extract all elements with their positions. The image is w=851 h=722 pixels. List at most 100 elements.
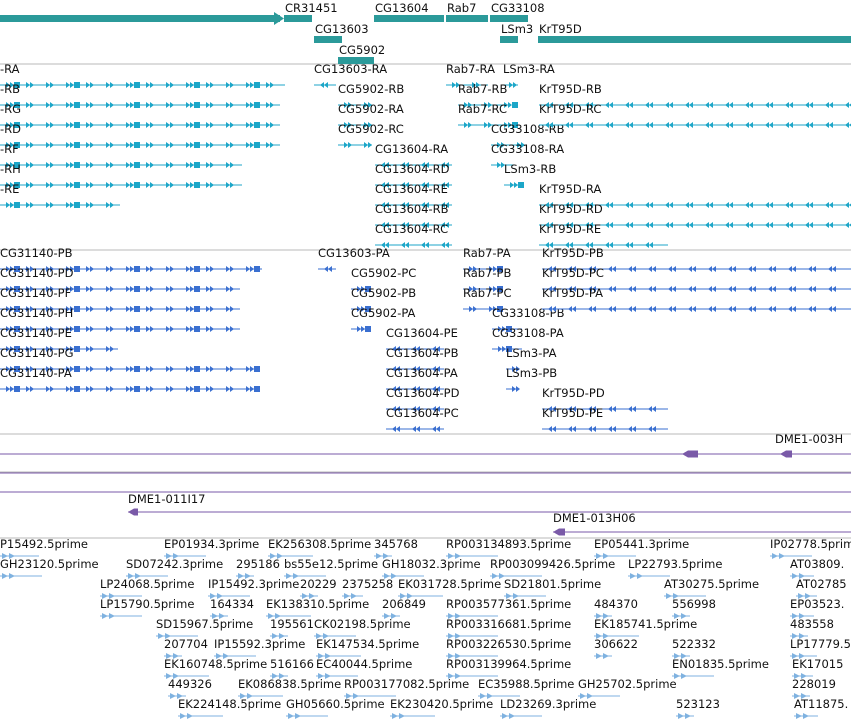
- est-ec40044-5prime[interactable]: EC40044.5prime: [316, 657, 412, 679]
- transcript-rb[interactable]: -RB: [0, 82, 280, 108]
- est-ek147534-5prime[interactable]: EK147534.5prime: [316, 637, 419, 659]
- gene-krt95d[interactable]: KrT95D: [538, 22, 851, 43]
- est-gh23120-5prime[interactable]: GH23120.5prime: [0, 557, 99, 579]
- est-rp003139964-5prime[interactable]: RP003139964.5prime: [446, 657, 571, 679]
- transcript-krt95d-pb[interactable]: KrT95D-PB: [542, 246, 851, 272]
- transcript-cg5902-pa[interactable]: CG5902-PA: [351, 306, 416, 332]
- transcript-cg13604-pd[interactable]: CG13604-PD: [386, 386, 460, 412]
- gene-cr31451[interactable]: CR31451: [284, 1, 338, 22]
- transcript-krt95d-ra[interactable]: KrT95D-RA: [539, 182, 851, 208]
- transcript-ra[interactable]: -RA: [0, 62, 285, 88]
- clone-dme1-013h06[interactable]: DME1-013H06: [553, 511, 851, 536]
- transcript-cg13603-ra[interactable]: CG13603-RA: [314, 62, 387, 88]
- est-522332[interactable]: 522332: [672, 637, 716, 659]
- transcript-cg31140-pd[interactable]: CG31140-PD: [0, 266, 240, 292]
- est-207704[interactable]: 207704: [164, 637, 208, 659]
- transcript-rab7-pa[interactable]: Rab7-PA: [463, 246, 511, 272]
- est-gh18032-3prime[interactable]: GH18032.3prime: [382, 557, 481, 579]
- transcript-rg[interactable]: -RG: [0, 102, 280, 128]
- est-gh05660-5prime[interactable]: GH05660.5prime: [286, 697, 385, 719]
- est-rp003177082-5prime[interactable]: RP003177082.5prime: [344, 677, 469, 699]
- est-rp003316681-5prime[interactable]: RP003316681.5prime: [446, 617, 571, 639]
- transcript-krt95d-pc[interactable]: KrT95D-PC: [542, 266, 851, 292]
- est-bs55e12-5prime[interactable]: bs55e12.5prime: [284, 557, 378, 579]
- transcript-cg13604-rb[interactable]: CG13604-RB: [375, 202, 452, 228]
- est-at03809[interactable]: AT03809.: [790, 557, 844, 579]
- est-ck02198-5prime[interactable]: CK02198.5prime: [314, 617, 411, 639]
- transcript-cg13604-ra[interactable]: CG13604-RA: [375, 142, 452, 168]
- est-sd15967-5prime[interactable]: SD15967.5prime: [156, 617, 253, 639]
- transcript-cg13604-rd[interactable]: CG13604-RD: [375, 162, 452, 188]
- est-en01835-5prime[interactable]: EN01835.5prime: [672, 657, 769, 679]
- transcript-lsm3-pb[interactable]: LSm3-PB: [506, 366, 557, 392]
- est-ep03523[interactable]: EP03523.: [790, 597, 844, 619]
- est-306622[interactable]: 306622: [594, 637, 638, 659]
- transcript-rd[interactable]: -RD: [0, 122, 280, 148]
- est-2375258[interactable]: 2375258: [342, 577, 393, 599]
- transcript-krt95d-rd[interactable]: KrT95D-RD: [539, 202, 851, 228]
- est-ek138310-5prime[interactable]: EK138310.5prime: [266, 597, 369, 619]
- est-345768[interactable]: 345768: [374, 537, 418, 559]
- transcript-lsm3-rb[interactable]: LSm3-RB: [504, 162, 556, 188]
- est-ld23269-3prime[interactable]: LD23269.3prime: [500, 697, 596, 719]
- est-164334[interactable]: 164334: [210, 597, 254, 619]
- est-195561[interactable]: 195561: [270, 617, 314, 639]
- transcript-cg31140-pb[interactable]: CG31140-PB: [0, 246, 262, 272]
- transcript-cg31140-pf[interactable]: CG31140-PF: [0, 286, 240, 312]
- transcript-cg13604-pb[interactable]: CG13604-PB: [386, 346, 459, 372]
- transcript-re[interactable]: -RE: [0, 182, 120, 208]
- transcript-cg31140-pa[interactable]: CG31140-PA: [0, 366, 260, 392]
- est-ec35988-5prime[interactable]: EC35988.5prime: [478, 677, 574, 699]
- transcript-cg5902-ra[interactable]: CG5902-RA: [338, 102, 404, 128]
- transcript-cg5902-pc[interactable]: CG5902-PC: [351, 266, 416, 292]
- est-ek230420-5prime[interactable]: EK230420.5prime: [390, 697, 493, 719]
- transcript-cg13604-pa[interactable]: CG13604-PA: [386, 366, 458, 392]
- gene-lsm3[interactable]: LSm3: [500, 22, 533, 43]
- gene-cg13604[interactable]: CG13604: [374, 1, 444, 22]
- transcript-rab7-rc[interactable]: Rab7-RC: [458, 102, 518, 128]
- est-ek256308-5prime[interactable]: EK256308.5prime: [268, 537, 371, 559]
- transcript-rab7-pb[interactable]: Rab7-PB: [463, 266, 511, 292]
- transcript-krt95d-rb[interactable]: KrT95D-RB: [539, 82, 851, 108]
- est-556998[interactable]: 556998: [672, 597, 716, 619]
- transcript-cg33108-pa[interactable]: CG33108-PA: [492, 326, 564, 352]
- gene-cg13603[interactable]: CG13603: [314, 22, 369, 43]
- est-rp003577361-5prime[interactable]: RP003577361.5prime: [446, 597, 571, 619]
- transcript-rab7-rb[interactable]: Rab7-RB: [458, 82, 518, 108]
- est-ek086838-5prime[interactable]: EK086838.5prime: [238, 677, 341, 699]
- transcript-cg33108-ra[interactable]: CG33108-RA: [491, 142, 564, 168]
- transcript-cg31140-pe[interactable]: CG31140-PE: [0, 326, 118, 352]
- transcript-cg5902-pb[interactable]: CG5902-PB: [351, 286, 416, 312]
- est-ip15492-3prime[interactable]: IP15492.3prime: [208, 577, 299, 599]
- est-ek224148-5prime[interactable]: EK224148.5prime: [178, 697, 281, 719]
- transcript-cg13604-pe[interactable]: CG13604-PE: [386, 326, 458, 352]
- est-p15492-5prime[interactable]: P15492.5prime: [0, 537, 88, 559]
- est-ip02778-5prime[interactable]: IP02778.5prime: [770, 537, 851, 559]
- est-483558[interactable]: 483558: [790, 617, 834, 639]
- transcript-krt95d-pd[interactable]: KrT95D-PD: [542, 386, 668, 412]
- transcript-cg13603-pa[interactable]: CG13603-PA: [318, 246, 390, 272]
- transcript-lsm3-ra[interactable]: LSm3-RA: [503, 62, 555, 88]
- gene-cg33108[interactable]: CG33108: [490, 1, 545, 22]
- est-ep01934-3prime[interactable]: EP01934.3prime: [164, 537, 259, 559]
- est-rp003134893-5prime[interactable]: RP003134893.5prime: [446, 537, 571, 559]
- est-516166[interactable]: 516166: [270, 657, 314, 679]
- est-at02785[interactable]: AT02785: [796, 577, 847, 599]
- gene-cg5902[interactable]: CG5902: [338, 43, 385, 64]
- gene-rab7[interactable]: Rab7: [446, 1, 488, 22]
- est-rp003226530-5prime[interactable]: RP003226530.5prime: [446, 637, 571, 659]
- est-lp17779-5[interactable]: LP17779.5: [790, 637, 851, 659]
- est-ip15592-3prime[interactable]: IP15592.3prime: [214, 637, 305, 659]
- transcript-cg13604-rc[interactable]: CG13604-RC: [375, 222, 452, 248]
- transcript-cg5902-rb[interactable]: CG5902-RB: [338, 82, 404, 108]
- est-ep05441-3prime[interactable]: EP05441.3prime: [594, 537, 689, 559]
- transcript-rf[interactable]: -RF: [0, 142, 242, 168]
- est-ek031728-5prime[interactable]: EK031728.5prime: [398, 577, 501, 599]
- est-484370[interactable]: 484370: [594, 597, 638, 619]
- transcript-cg13604-re[interactable]: CG13604-RE: [375, 182, 452, 208]
- transcript-cg5902-rc[interactable]: CG5902-RC: [338, 122, 404, 148]
- clone-dme1-011i17[interactable]: DME1-011I17: [128, 492, 851, 516]
- est-gh25702-5prime[interactable]: GH25702.5prime: [578, 677, 677, 699]
- est-449326[interactable]: 449326: [168, 677, 212, 699]
